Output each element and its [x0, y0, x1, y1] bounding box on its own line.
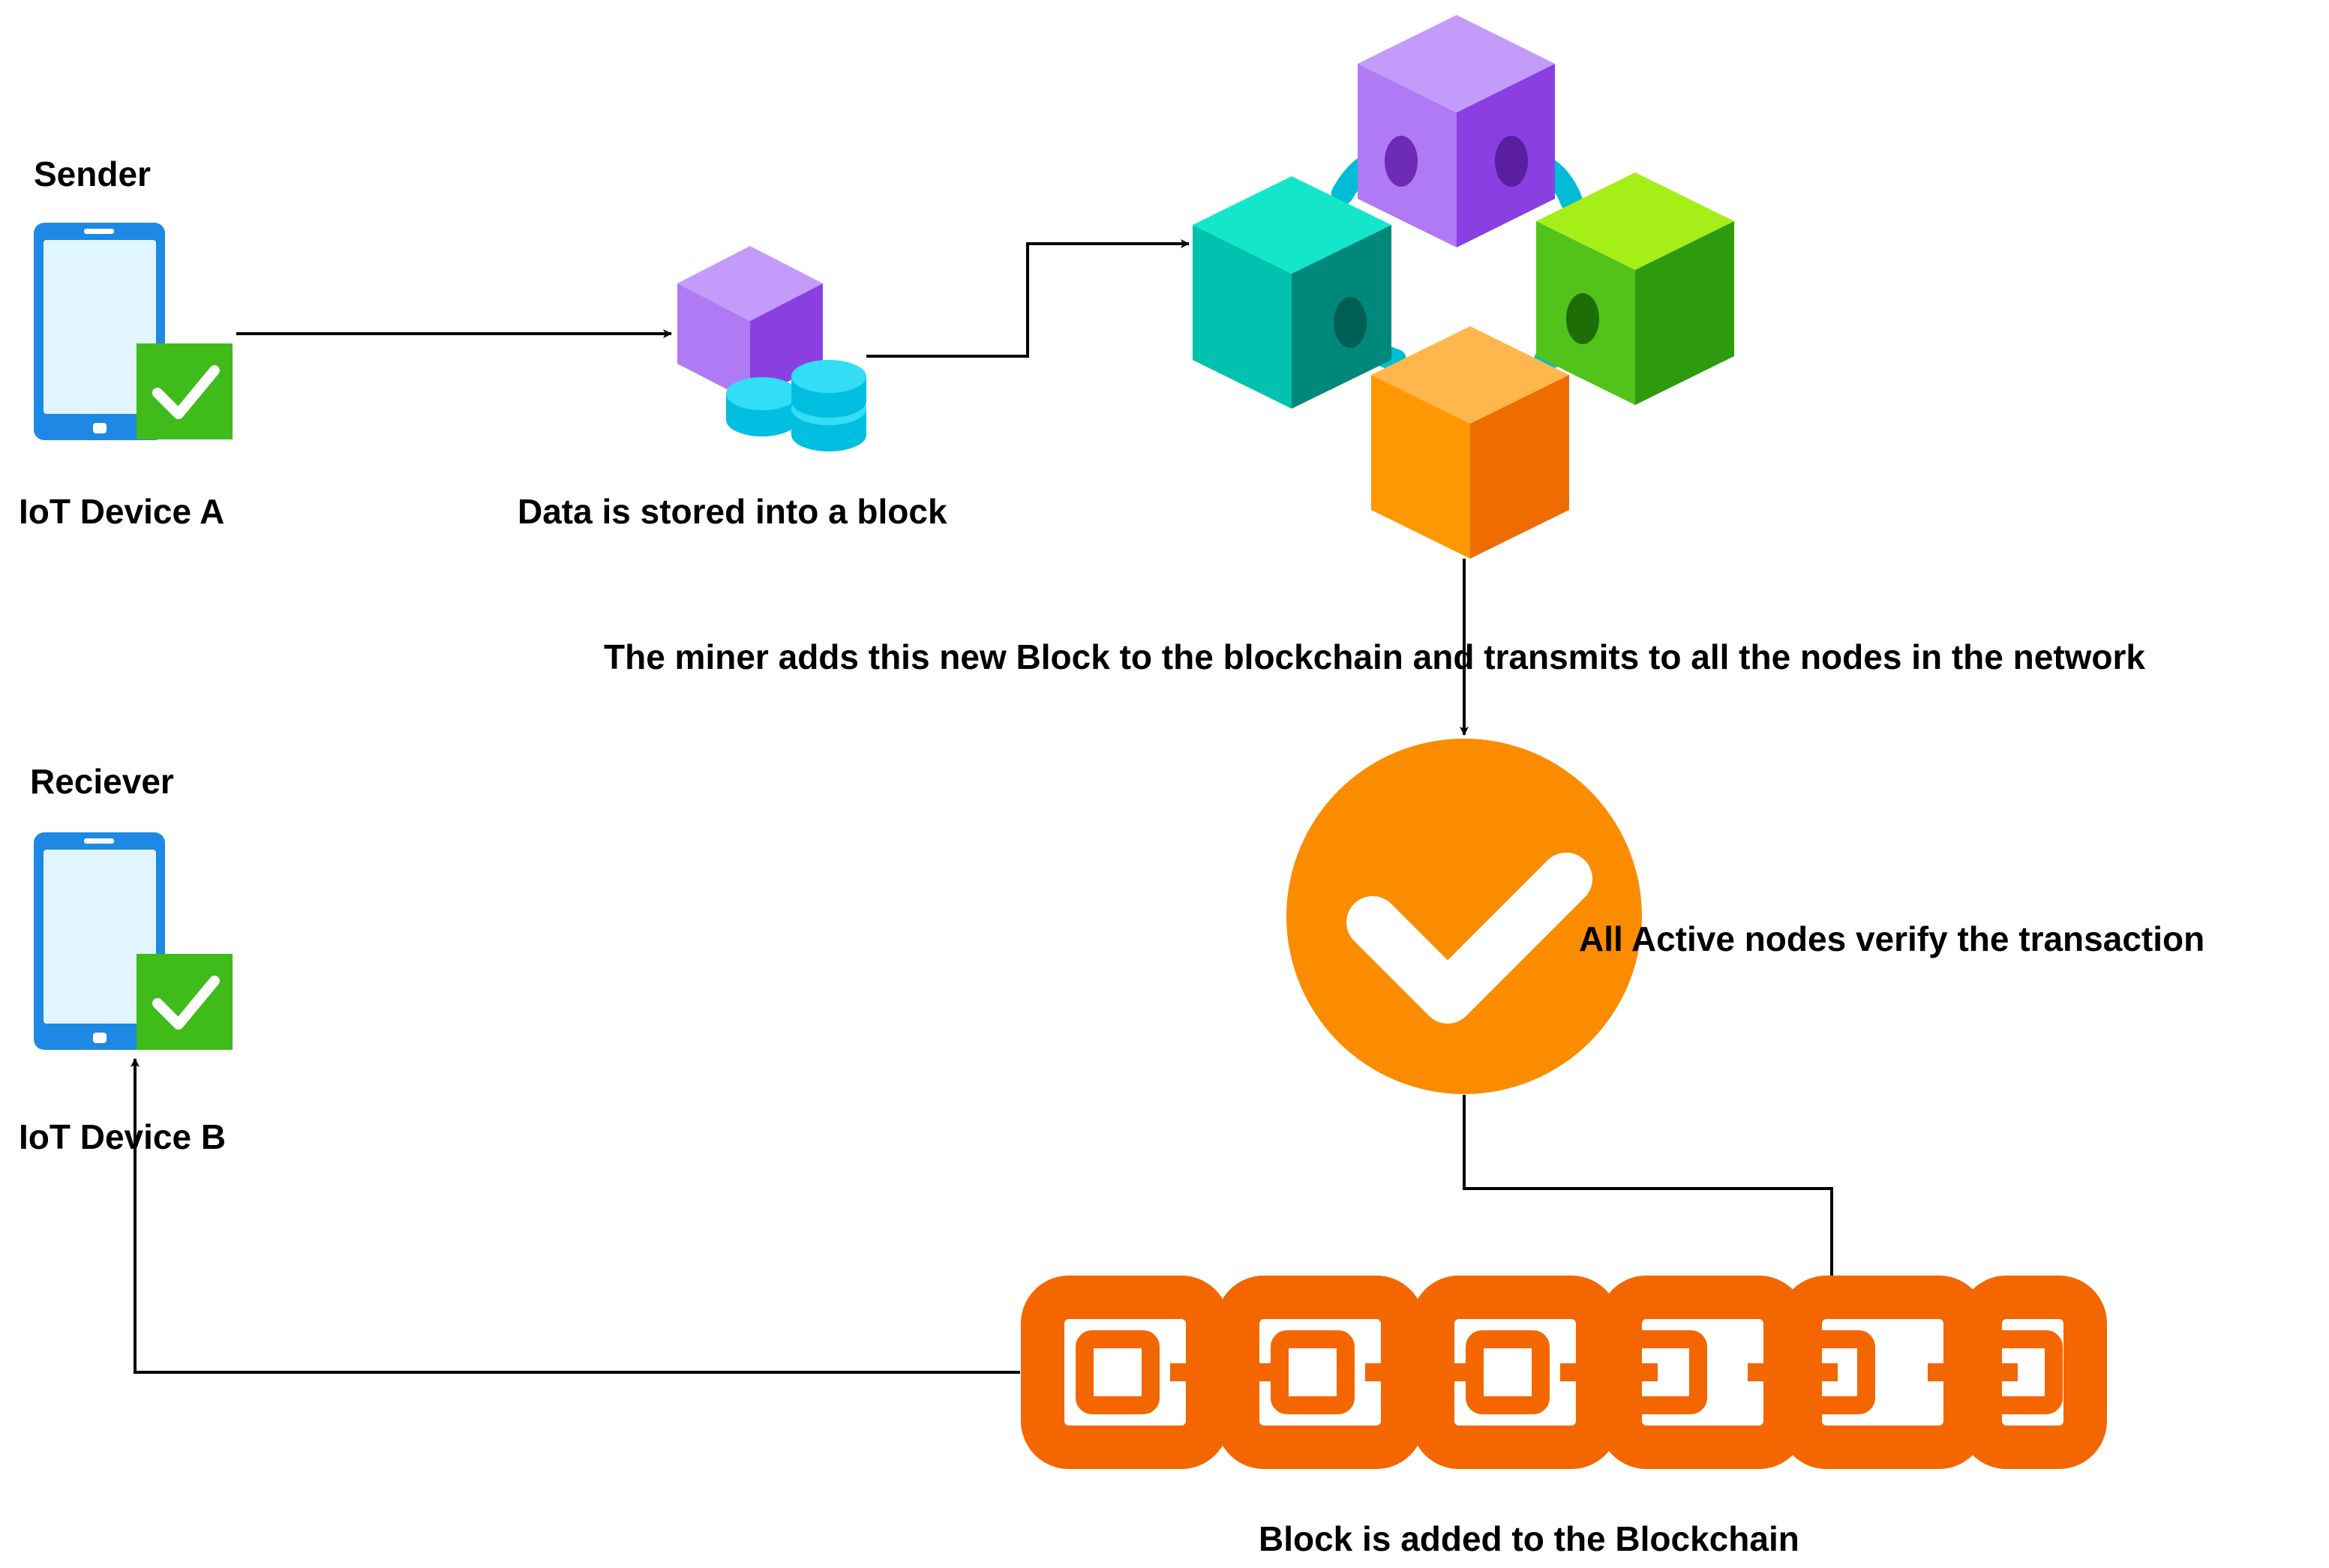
verify-label: All Active nodes verify the transaction	[1579, 919, 2204, 958]
connectors	[131, 239, 1836, 1374]
chain-inner-rings	[1076, 1330, 2063, 1414]
miner-label: The miner adds this new Block to the blo…	[604, 637, 2145, 676]
block-added-label: Block is added to the Blockchain	[1259, 1519, 1799, 1558]
iot-device-a	[34, 223, 233, 440]
sender-label: Sender	[34, 154, 151, 193]
arrow-chain-to-device-b	[131, 1058, 1020, 1374]
device-b-label: IoT Device B	[19, 1117, 226, 1156]
arrow-block-to-network	[866, 239, 1190, 358]
cube-teal	[1193, 176, 1391, 409]
verified-badge-icon	[1286, 739, 1642, 1094]
data-block	[677, 246, 866, 451]
phone-icon	[34, 832, 165, 1050]
receiver-label: Reciever	[30, 762, 174, 801]
data-stored-label: Data is stored into a block	[518, 492, 947, 531]
checkmark-icon	[137, 343, 233, 439]
cube-green	[1536, 172, 1734, 405]
cube-purple	[1358, 15, 1555, 247]
phone-icon	[34, 223, 165, 440]
arrow-verify-to-chain	[1463, 1095, 1836, 1285]
blockchain-network-icon	[1193, 15, 1734, 559]
cube-orange	[1371, 326, 1569, 559]
coins-icon	[726, 360, 866, 451]
device-a-label: IoT Device A	[19, 492, 224, 531]
chain-icon	[1021, 1276, 2107, 1469]
iot-device-b	[34, 832, 233, 1050]
checkmark-icon	[137, 954, 233, 1050]
